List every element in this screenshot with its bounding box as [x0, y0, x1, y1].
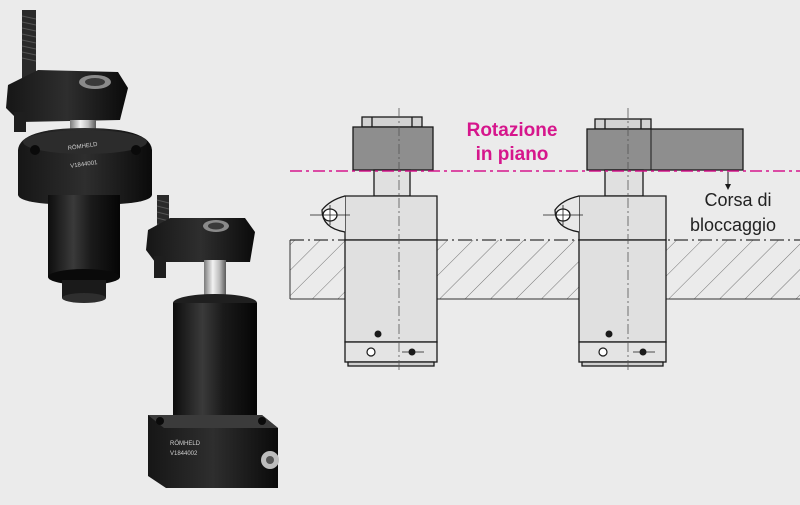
clamp-b-model: V1844002 [170, 451, 198, 457]
clamp-arm-left [352, 126, 434, 171]
technical-drawing: Rotazione in piano Corsa di bloccaggio [289, 108, 800, 372]
clamp-a-brand: RÖMHELD [67, 141, 98, 152]
cylinder-a [48, 195, 120, 277]
rotation-label-line2: in piano [476, 144, 549, 165]
clamp-details-left [310, 108, 424, 372]
clamp-b-brand: RÖMHELD [170, 440, 201, 447]
clamp-arm-b [146, 218, 255, 262]
base-block-b [148, 415, 278, 488]
clamping-stroke-arrow [725, 172, 731, 190]
base-plate-hatched [289, 240, 800, 300]
stroke-label-line1: Corsa di [704, 190, 771, 210]
clamp-photo-b: RÖMHELD V1844002 [146, 195, 279, 488]
clamp-body-left [344, 239, 438, 343]
stroke-label-line2: bloccaggio [690, 215, 776, 235]
piston-rod-b [204, 260, 226, 300]
clamp-a-model: V1844001 [70, 160, 99, 170]
clamp-arm-right [586, 128, 744, 171]
clamp-drawing-right [554, 118, 744, 367]
rotation-label-line1: Rotazione [467, 120, 558, 141]
clamp-body-right [578, 239, 667, 343]
threaded-screw-a [22, 10, 36, 80]
clamp-details-right [543, 108, 655, 372]
cylinder-b [173, 303, 257, 418]
clamp-drawing-left [321, 116, 438, 367]
clamp-photo-a: RÖMHELD V1844001 [6, 10, 152, 303]
